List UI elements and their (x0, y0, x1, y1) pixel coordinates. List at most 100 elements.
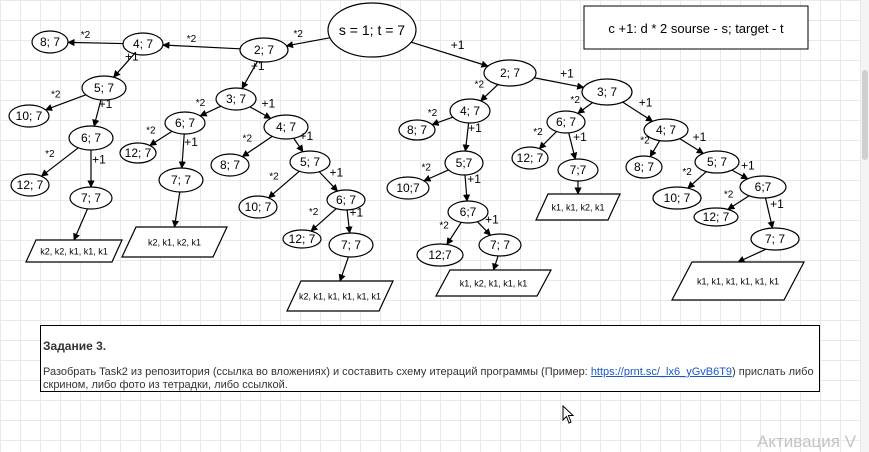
edge-label-times2: *2 (269, 172, 279, 183)
edge-arrow (92, 99, 102, 127)
edge-arrow (538, 131, 557, 150)
edge-label-plus1: +1 (639, 96, 653, 110)
edge-label-times2: *2 (422, 162, 432, 173)
state-node-label: 12; 7 (703, 210, 730, 224)
edge-arrow (462, 174, 471, 202)
state-node-label: 12; 7 (289, 232, 316, 246)
edge-arrow (476, 221, 491, 236)
edge-label-times2: *2 (682, 167, 692, 178)
edge-label-plus1: +1 (467, 172, 481, 186)
root-node (327, 2, 417, 58)
example-link[interactable]: https://prnt.sc/_lx6_yGvB6T9 (590, 366, 733, 378)
state-node (694, 150, 740, 174)
state-node (625, 155, 663, 179)
edge-label-times2: *2 (533, 127, 543, 138)
edge-arrow (199, 105, 222, 117)
result-sequence-label: k2, k1, k2, k1 (148, 238, 201, 248)
task-text: Разобрать Task2 из репозитория (ссылка в… (43, 366, 817, 392)
edge-arrow (241, 61, 258, 90)
edge-arrow (568, 132, 578, 160)
edge-label-plus1: +1 (99, 97, 113, 111)
result-parallelogram (121, 226, 228, 258)
edge-arrow (178, 133, 186, 169)
edge-arrow (293, 137, 304, 153)
result-parallelogram (671, 261, 805, 301)
state-node (416, 243, 464, 267)
edge-label-times2: *2 (293, 29, 303, 40)
state-node-label: 10; 7 (664, 191, 691, 205)
edge-arrow (338, 256, 349, 282)
state-node-label: 3; 7 (226, 92, 246, 106)
edge-arrow (649, 140, 661, 158)
scrollbar-track[interactable] (861, 0, 869, 452)
state-node (68, 125, 114, 151)
edge-arrow (446, 222, 462, 246)
state-node (444, 150, 484, 176)
state-node (750, 227, 800, 251)
edge-label-plus1: +1 (92, 153, 106, 167)
state-node-label: 7; 7 (341, 238, 361, 252)
edge-arrow (534, 77, 585, 90)
state-node-label: 4; 7 (460, 104, 480, 118)
edge-arrow (162, 41, 241, 50)
edge-arrow (727, 195, 750, 210)
state-node (8, 104, 50, 128)
edge-label-times2: *2 (309, 207, 319, 218)
edge-arrow (149, 130, 173, 146)
edge-arrow (113, 53, 135, 78)
state-node (447, 200, 489, 224)
edge-label-times2: *2 (187, 34, 197, 45)
edge-label-times2: *2 (146, 125, 156, 136)
result-sequence-label: k2, k2, k1, k1, k1 (40, 247, 108, 257)
edge-label-plus1: +1 (560, 67, 574, 81)
edge-label-plus1: +1 (451, 38, 465, 52)
result-parallelogram (286, 280, 394, 312)
edge-arrow (577, 102, 593, 114)
state-node (10, 173, 50, 197)
mouse-cursor-icon (562, 405, 575, 424)
result-sequence-label: k2, k1, k1, k1, k1, k1 (299, 292, 381, 302)
state-node (557, 158, 599, 182)
edge-arrow (171, 191, 181, 228)
task-box: Задание 3. Разобрать Task2 из репозитори… (40, 325, 820, 392)
edge-label-times2: *2 (428, 108, 438, 119)
state-node-label: 10; 7 (245, 200, 272, 214)
state-node (122, 32, 164, 56)
state-node (398, 119, 436, 141)
edge-arrow (423, 169, 449, 182)
state-node (328, 232, 374, 258)
edge-label-plus1: +1 (261, 97, 275, 111)
result-sequence-label: k1, k1, k1, k1, k1, k1 (697, 277, 779, 287)
state-node-label: 6; 7 (336, 193, 356, 207)
edge-arrow (249, 106, 272, 119)
state-node-label: 6;7 (460, 205, 477, 219)
task-text-after: ) прислать либо скрином, либо фото из те… (43, 366, 814, 391)
edge-label-plus1: +1 (125, 50, 139, 64)
edge-label-plus1: +1 (770, 197, 784, 211)
edge-arrow (241, 135, 273, 158)
edge-arrow (492, 255, 499, 271)
state-node (478, 233, 522, 257)
state-node (81, 75, 127, 101)
edge-arrow (764, 197, 775, 229)
state-node (449, 98, 491, 124)
legend-text: c +1: d * 2 sourse - s; target - t (608, 21, 784, 36)
task-text-before: Разобрать Task2 из репозитория (ссылка в… (43, 366, 591, 378)
legend-box (583, 5, 809, 50)
state-node (511, 146, 549, 170)
scrollbar-thumb[interactable] (862, 70, 868, 160)
edge-arrow (431, 116, 454, 126)
state-node-label: 2; 7 (254, 43, 274, 57)
edge-arrow (687, 171, 707, 189)
edge-arrow (731, 169, 749, 180)
state-node-label: 12; 7 (125, 146, 152, 160)
result-parallelogram (434, 269, 553, 297)
edge-arrow (40, 147, 79, 177)
edge-label-plus1: +1 (251, 59, 265, 73)
state-node (69, 186, 113, 210)
edge-label-plus1: +1 (350, 206, 364, 220)
edge-arrow (318, 171, 339, 192)
edge-label-times2: *2 (640, 136, 650, 147)
edge-label-plus1: +1 (741, 158, 755, 172)
